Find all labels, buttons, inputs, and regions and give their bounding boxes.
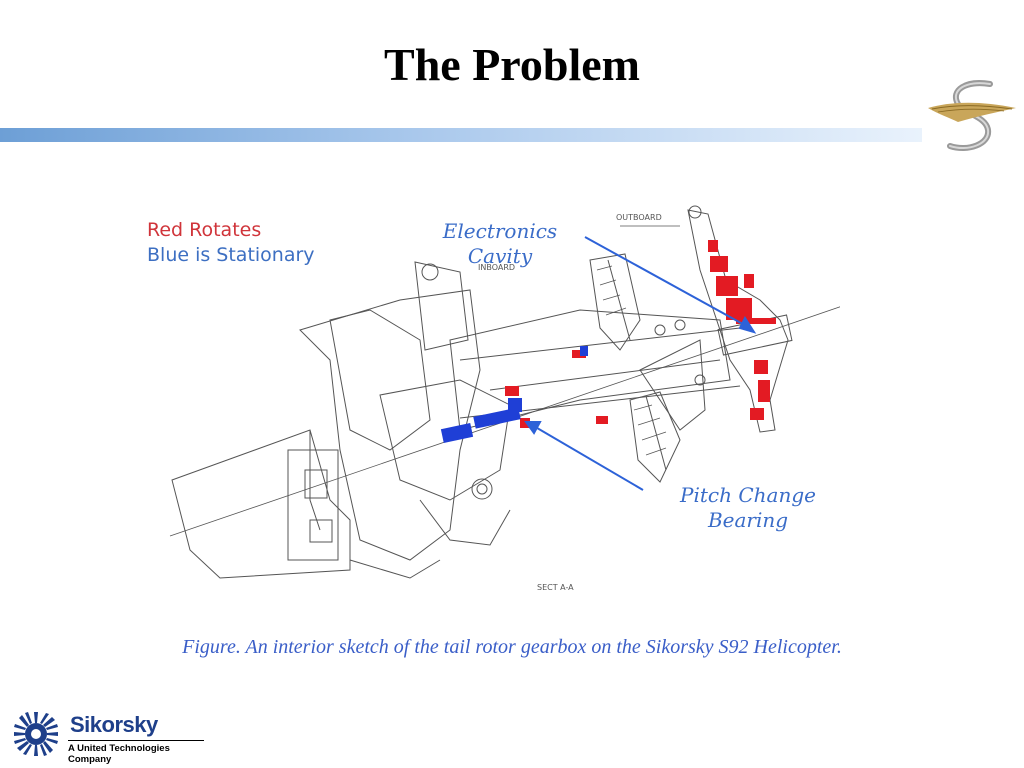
callout-electronics-line1: Electronics — [442, 219, 558, 243]
callout-pitch-change-bearing: Pitch Change Bearing — [668, 483, 828, 533]
callout-electronics-line2: Cavity — [467, 244, 533, 268]
slide-title: The Problem — [384, 39, 640, 90]
sikorsky-sunburst-icon — [14, 712, 58, 756]
sikorsky-footer-logo: Sikorsky A United Technologies Company — [12, 710, 212, 765]
outboard-label: OUTBOARD — [616, 213, 662, 222]
color-legend: Red Rotates Blue is Stationary — [147, 218, 315, 268]
callout-pitch-line1: Pitch Change — [680, 483, 816, 507]
sikorsky-tagline: A United Technologies Company — [68, 740, 204, 765]
callout-pitch-line2: Bearing — [707, 508, 789, 532]
sikorsky-s-emblem-icon — [928, 80, 1016, 151]
accent-bar — [0, 128, 922, 142]
callout-electronics-cavity: Electronics Cavity — [430, 219, 570, 269]
section-label: SECT A-A — [537, 583, 574, 592]
sikorsky-brand-name: Sikorsky — [70, 712, 158, 737]
legend-red-rotates: Red Rotates — [147, 219, 262, 241]
figure-caption: Figure. An interior sketch of the tail r… — [182, 636, 842, 658]
inboard-label: INBOARD — [478, 263, 515, 272]
gearbox-sketch: OUTBOARD INBOARD SECT A-A — [169, 205, 840, 592]
legend-blue-stationary: Blue is Stationary — [147, 244, 315, 266]
